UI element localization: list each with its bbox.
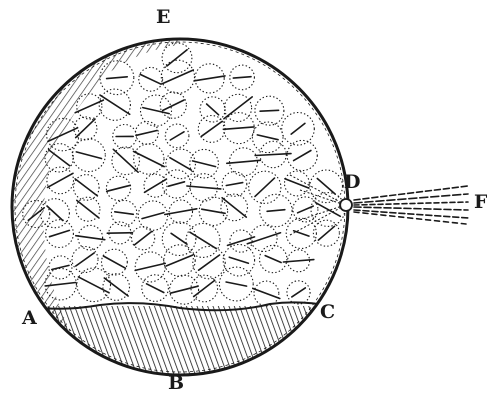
dash-mark — [199, 255, 220, 270]
label-c: C — [320, 303, 335, 322]
dash-mark — [142, 213, 164, 219]
dash-mark — [318, 226, 334, 240]
dash-mark — [294, 231, 309, 236]
label-b: B — [168, 374, 184, 393]
dash-mark — [76, 253, 94, 266]
dash-mark — [113, 149, 138, 172]
dash-mark — [107, 77, 128, 79]
dash-mark — [163, 100, 185, 111]
dash-mark — [163, 70, 194, 84]
dash-mark — [170, 132, 184, 140]
dash-mark — [222, 198, 246, 217]
dash-mark — [227, 160, 260, 163]
dash-mark — [255, 178, 275, 196]
dash-mark — [202, 209, 225, 213]
dash-mark — [137, 131, 157, 136]
dash-mark — [76, 236, 105, 240]
label-e: E — [156, 8, 170, 27]
dash-mark — [224, 97, 252, 119]
dash-mark — [107, 185, 131, 191]
dash-mark — [140, 74, 161, 84]
dash-mark — [193, 161, 216, 167]
dash-mark — [229, 257, 248, 263]
dash-mark — [76, 119, 95, 138]
dash-mark — [103, 256, 125, 268]
dash-mark — [201, 121, 222, 136]
dash-mark — [100, 95, 130, 114]
dash-mark — [233, 77, 251, 78]
dash-mark — [75, 179, 97, 196]
dash-mark — [226, 183, 242, 186]
dash-mark — [171, 233, 187, 244]
dash-mark — [135, 263, 165, 270]
dash-mark — [145, 179, 167, 192]
dash-mark — [226, 282, 247, 286]
dash-mark — [115, 212, 134, 215]
dash-mark — [170, 286, 198, 293]
label-f: F — [474, 193, 487, 212]
label-d: D — [344, 173, 360, 192]
dash-mark — [267, 210, 285, 212]
dash-mark — [255, 154, 291, 156]
bottom-segment-shading — [0, 302, 487, 398]
dash-mark — [48, 173, 74, 187]
dash-mark — [294, 151, 311, 161]
dash-mark — [187, 186, 221, 189]
dash-mark — [166, 255, 192, 266]
dash-mark — [292, 288, 306, 297]
dash-mark — [260, 110, 279, 111]
dash-mark — [134, 151, 165, 166]
dash-mark — [107, 233, 132, 234]
label-a: A — [22, 309, 37, 328]
dash-mark — [265, 256, 281, 263]
dash-mark — [167, 50, 187, 66]
dash-mark — [76, 152, 101, 159]
dash-mark — [50, 230, 70, 236]
dash-mark — [194, 76, 225, 81]
dash-mark — [317, 179, 335, 195]
dash-mark — [207, 104, 219, 115]
dash-mark — [134, 231, 152, 245]
dash-mark — [104, 278, 128, 296]
dash-mark — [77, 200, 99, 218]
dash-mark — [253, 289, 280, 299]
dash-mark — [291, 123, 305, 134]
dash-mark — [257, 135, 278, 140]
dash-mark — [224, 127, 255, 129]
point-d-marker — [340, 199, 352, 211]
dash-mark — [170, 158, 191, 170]
dash-mark — [147, 284, 164, 293]
dash-mark — [169, 182, 185, 186]
beam-d-to-f — [354, 186, 468, 224]
dash-mark — [78, 277, 109, 293]
